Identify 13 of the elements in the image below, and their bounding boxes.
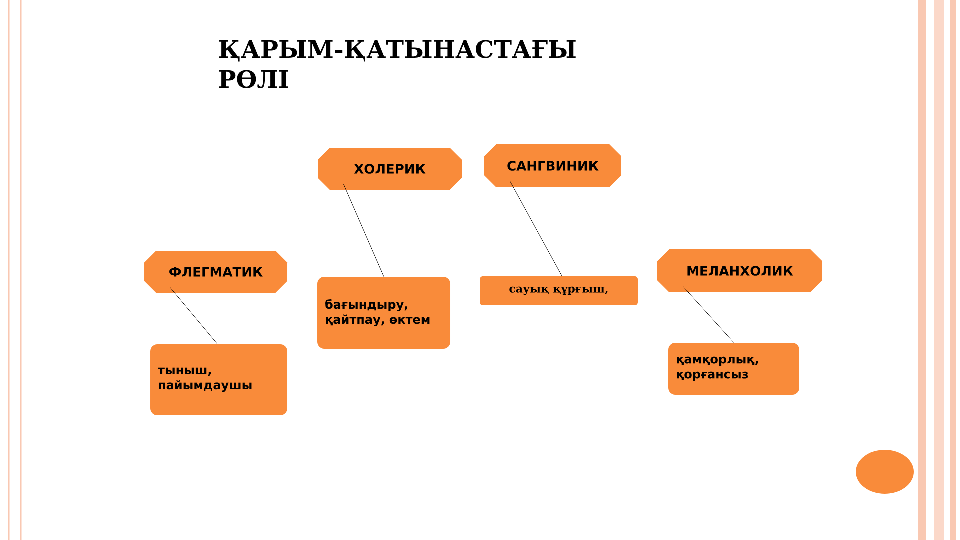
trait-box: бағындыру, қайтпау, өктем bbox=[318, 277, 450, 349]
title: ҚАРЫМ-ҚАТЫНАСТАҒЫ РӨЛІ bbox=[219, 40, 576, 88]
type-label: ХОЛЕРИК bbox=[318, 148, 462, 190]
type-label: ФЛЕГМАТИК bbox=[144, 251, 288, 293]
connector-line bbox=[683, 286, 734, 344]
type-label: САНГВИНИК bbox=[484, 144, 622, 188]
trait-box: қамқорлық, қорғансыз bbox=[668, 343, 800, 395]
connector-line bbox=[343, 184, 384, 278]
trait-box: тыныш, пайымдаушы bbox=[150, 344, 288, 416]
connector-line bbox=[510, 181, 562, 277]
connector-line bbox=[170, 287, 218, 345]
type-label: МЕЛАНХОЛИК bbox=[658, 250, 822, 292]
trait-box: сауық құрғыш, bbox=[480, 276, 638, 306]
